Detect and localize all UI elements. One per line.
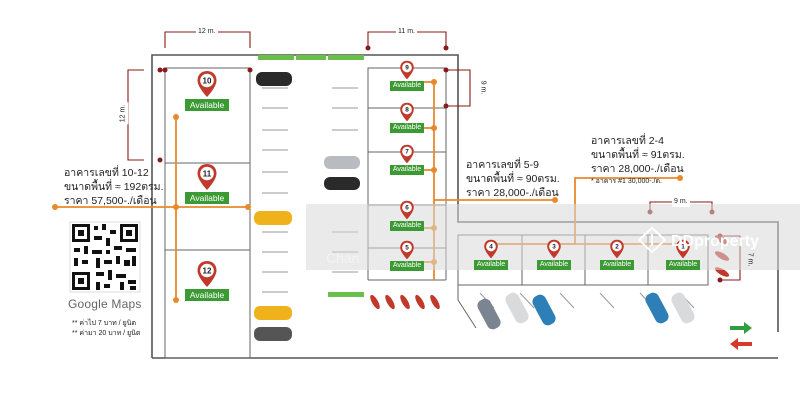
- map-pin-icon: 7: [400, 144, 414, 164]
- group-2-4-title: อาคารเลขที่ 2-4: [591, 135, 664, 147]
- unit-status-badge: Available: [390, 221, 424, 231]
- dimension-middle-height: 9 m.: [477, 78, 489, 97]
- green-strips: [258, 55, 364, 297]
- watermark-band: [306, 204, 800, 270]
- map-pin-icon: 6: [400, 200, 414, 220]
- map-pin-icon: 8: [400, 102, 414, 122]
- group-5-9-price: ราคา 28,000-./เดือน: [466, 187, 559, 199]
- unit-number: 3: [552, 244, 556, 251]
- cars: [254, 72, 695, 341]
- map-pin-icon: 12: [197, 261, 217, 287]
- map-pin-icon: 5: [400, 240, 414, 260]
- map-pin-icon: 10: [197, 71, 217, 97]
- map-pin-icon: 11: [197, 164, 217, 190]
- unit-status-badge: Available: [185, 289, 229, 301]
- motorcycles: [370, 235, 730, 310]
- unit-status-badge: Available: [666, 260, 700, 270]
- dimension-right-height: 7 m.: [746, 252, 754, 267]
- group-2-4-info: อาคารเลขที่ 2-4 ขนาดพื้นที่ ≈ 91ตรม. ราค…: [591, 134, 685, 187]
- entrance-arrow: [730, 322, 752, 334]
- group-10-12-price: ราคา 57,500-./เดือน: [64, 195, 157, 207]
- group-5-9-area: ขนาดพื้นที่ ≈ 90ตรม.: [466, 173, 560, 185]
- car-blue: [532, 294, 556, 326]
- google-maps-label[interactable]: Google Maps: [68, 297, 142, 311]
- car-black: [324, 177, 360, 190]
- unit-status-badge: Available: [600, 260, 634, 270]
- car-white: [505, 292, 529, 324]
- car-gray: [254, 327, 292, 341]
- qr-code: [69, 221, 141, 293]
- watermark-brand: DDproperty: [671, 233, 760, 250]
- car-blue: [645, 292, 669, 324]
- map-pin-icon: 9: [400, 60, 414, 80]
- unit-number: 6: [405, 205, 409, 212]
- watermark-logo-icon: [637, 226, 667, 254]
- car-white: [671, 292, 695, 324]
- dimension-left-width: 12 m.: [196, 26, 218, 37]
- dimension-middle-width: 11 m.: [396, 26, 417, 37]
- building-block-left: [164, 67, 251, 359]
- unit-status-badge: Available: [537, 260, 571, 270]
- unit-number: 5: [405, 245, 409, 252]
- group-1-note: * อาคาร #1 30,000-./ด.: [591, 178, 662, 185]
- car-silver: [324, 156, 360, 169]
- unit-status-badge: Available: [185, 192, 229, 204]
- car-black: [256, 72, 292, 86]
- group-10-12-title: อาคารเลขที่ 10-12: [64, 167, 149, 179]
- unit-number: 10: [203, 77, 212, 86]
- group-2-4-area: ขนาดพื้นที่ ≈ 91ตรม.: [591, 149, 685, 161]
- group-2-4-price: ราคา 28,000-./เดือน: [591, 163, 684, 175]
- map-pin-icon: 1: [676, 239, 690, 259]
- dimension-left-height: 12 m.: [117, 102, 129, 125]
- unit-status-badge: Available: [185, 99, 229, 111]
- unit-status-badge: Available: [390, 123, 424, 133]
- car-gray: [477, 298, 501, 330]
- car-yellow: [254, 211, 292, 225]
- unit-status-badge: Available: [390, 81, 424, 91]
- car-yellow: [254, 306, 292, 320]
- exit-arrow: [730, 338, 752, 350]
- map-pin-icon: 2: [610, 239, 624, 259]
- fare-note-1: ** ค่าไป 7 บาท / ยูนิต: [72, 320, 137, 327]
- group-5-9-info: อาคารเลขที่ 5-9 ขนาดพื้นที่ ≈ 90ตรม. ราค…: [466, 158, 560, 200]
- unit-number: 11: [203, 170, 212, 179]
- unit-status-badge: Available: [390, 165, 424, 175]
- unit-status-badge: Available: [474, 260, 508, 270]
- unit-number: 7: [405, 149, 409, 156]
- unit-number: 8: [405, 107, 409, 114]
- map-pin-icon: 3: [547, 239, 561, 259]
- fare-note-2: ** ค่ามา 20 บาท / ยูนิต: [72, 330, 141, 337]
- group-10-12-info: อาคารเลขที่ 10-12 ขนาดพื้นที่ ≈ 192ตรม. …: [64, 166, 164, 208]
- unit-number: 9: [405, 65, 409, 72]
- group-10-12-area: ขนาดพื้นที่ ≈ 192ตรม.: [64, 181, 164, 193]
- unit-number: 12: [203, 267, 212, 276]
- map-pin-icon: 4: [484, 239, 498, 259]
- unit-number: 1: [681, 244, 685, 251]
- dimension-right-width: 9 m.: [672, 196, 690, 207]
- unit-number: 4: [489, 244, 493, 251]
- group-5-9-title: อาคารเลขที่ 5-9: [466, 159, 539, 171]
- unit-number: 2: [615, 244, 619, 251]
- watermark-partial-text: Chan: [326, 250, 360, 266]
- unit-status-badge: Available: [390, 261, 424, 271]
